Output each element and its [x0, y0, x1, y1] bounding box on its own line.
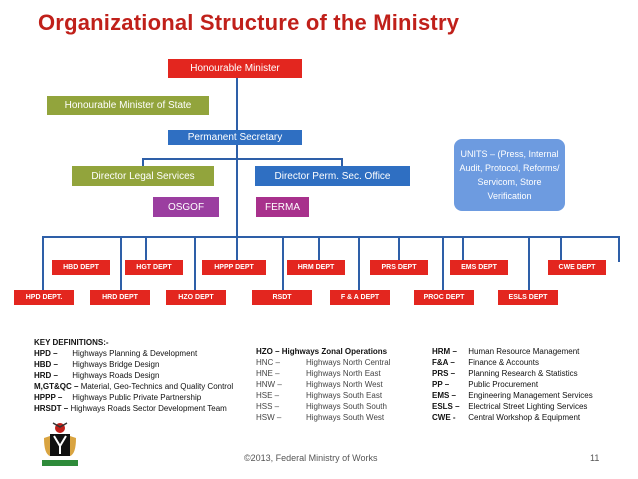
- connector-line: [528, 236, 530, 290]
- def-text: Highways Public Private Partnership: [72, 393, 202, 402]
- director-psec-office-node: Director Perm. Sec. Office: [255, 166, 410, 186]
- def-abbr: HRD –: [34, 371, 59, 380]
- def-text: Highways South East: [306, 391, 383, 400]
- footer-copyright: ©2013, Federal Ministry of Works: [244, 453, 378, 463]
- dept-box: HZO DEPT: [166, 290, 226, 305]
- dept-box: HPD DEPT.: [14, 290, 74, 305]
- def-abbr: PRS –: [432, 369, 456, 378]
- osgof-node: OSGOF: [153, 197, 219, 217]
- page-title: Organizational Structure of the Ministry: [38, 10, 460, 35]
- dept-box: EMS DEPT: [450, 260, 508, 275]
- page-number: 11: [590, 453, 600, 463]
- connector-line: [142, 158, 342, 160]
- dept-box: HPPP DEPT: [202, 260, 266, 275]
- connector-line: [560, 236, 562, 262]
- definitions-col3: HRM – Human Resource Management F&A – Fi…: [432, 346, 632, 423]
- permanent-secretary-node: Permanent Secretary: [168, 130, 302, 145]
- connector-line: [42, 236, 44, 290]
- definitions-col2: HZO – Highways Zonal Operations HNC – Hig…: [256, 346, 426, 423]
- connector-line: [282, 236, 284, 290]
- def-abbr: HRM –: [432, 347, 457, 356]
- def-text: Public Procurement: [468, 380, 539, 389]
- def-abbr: HPPP –: [34, 393, 63, 402]
- def-abbr: HSW –: [256, 413, 282, 422]
- def-text: Electrical Street Lighting Services: [468, 402, 588, 411]
- dept-box: PROC DEPT: [414, 290, 474, 305]
- def-text: Highways Bridge Design: [72, 360, 160, 369]
- def-abbr: M,GT&QC –: [34, 382, 79, 391]
- definitions-col2-heading: HZO – Highways Zonal Operations: [256, 347, 388, 356]
- def-abbr: HSS –: [256, 402, 280, 411]
- connector-line: [236, 144, 238, 236]
- connector-line: [145, 236, 147, 262]
- connector-line: [236, 236, 238, 262]
- def-text: Highways Roads Design: [72, 371, 160, 380]
- def-text: Central Workshop & Equipment: [468, 413, 581, 422]
- def-text: Highways North West: [306, 380, 383, 389]
- minister-node: Honourable Minister: [168, 59, 302, 78]
- connector-line: [236, 78, 238, 130]
- dept-box: HRM DEPT: [287, 260, 345, 275]
- def-abbr: HNW –: [256, 380, 282, 389]
- connector-line: [442, 236, 444, 290]
- dept-box: ESLS DEPT: [498, 290, 558, 305]
- dept-box: HBD DEPT: [52, 260, 110, 275]
- def-abbr: HSE –: [256, 391, 280, 400]
- def-abbr: HPD –: [34, 349, 58, 358]
- connector-line: [398, 236, 400, 262]
- dept-box: CWE DEPT: [548, 260, 606, 275]
- connector-line: [358, 236, 360, 290]
- def-abbr: HBD –: [34, 360, 59, 369]
- def-text: Highways Roads Sector Development Team: [70, 404, 227, 413]
- dept-box: HGT DEPT: [125, 260, 183, 275]
- connector-line: [120, 236, 122, 290]
- coat-of-arms-emblem: [42, 422, 78, 466]
- def-text: Finance & Accounts: [468, 358, 539, 367]
- dept-box: F & A DEPT: [330, 290, 390, 305]
- def-abbr: HRSDT –: [34, 404, 69, 413]
- connector-line: [194, 236, 196, 290]
- units-node: UNITS – (Press, Internal Audit, Protocol…: [454, 139, 565, 211]
- def-text: Highways South West: [306, 413, 385, 422]
- def-text: Human Resource Management: [468, 347, 580, 356]
- connector-line: [42, 236, 618, 238]
- def-text: Highways Planning & Development: [72, 349, 198, 358]
- dept-box: RSDT: [252, 290, 312, 305]
- def-text: Highways North Central: [306, 358, 391, 367]
- def-text: Material, Geo-Technics and Quality Contr…: [80, 382, 234, 391]
- connector-line: [341, 158, 343, 166]
- def-text: Highways South South: [306, 402, 387, 411]
- def-text: Engineering Management Services: [468, 391, 593, 400]
- def-text: Highways North East: [306, 369, 381, 378]
- dept-box: HRD DEPT: [90, 290, 150, 305]
- connector-line: [618, 236, 620, 262]
- definitions-col1: KEY DEFINITIONS:- HPD – Highways Plannin…: [34, 337, 244, 414]
- definitions-heading: KEY DEFINITIONS:-: [34, 338, 109, 347]
- def-abbr: HNE –: [256, 369, 280, 378]
- def-abbr: HNC –: [256, 358, 281, 367]
- def-abbr: ESLS –: [432, 402, 460, 411]
- def-abbr: F&A –: [432, 358, 455, 367]
- ferma-node: FERMA: [256, 197, 309, 217]
- connector-line: [142, 158, 144, 166]
- connector-line: [318, 236, 320, 262]
- def-abbr: PP –: [432, 380, 450, 389]
- def-abbr: CWE -: [432, 413, 456, 422]
- def-abbr: EMS –: [432, 391, 457, 400]
- dept-box: PRS DEPT: [370, 260, 428, 275]
- connector-line: [462, 236, 464, 262]
- director-legal-node: Director Legal Services: [72, 166, 214, 186]
- minister-of-state-node: Honourable Minister of State: [47, 96, 209, 115]
- def-text: Planning Research & Statistics: [468, 369, 578, 378]
